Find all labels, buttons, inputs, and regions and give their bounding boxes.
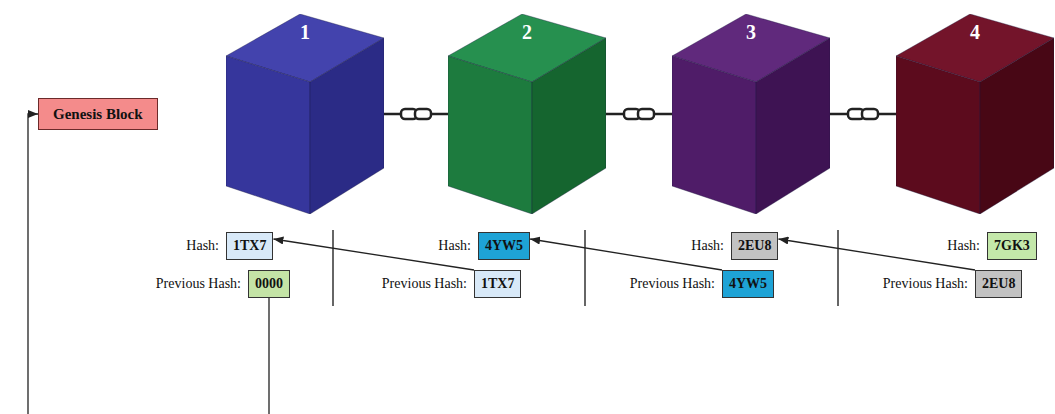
block-cube: 4 — [896, 14, 1054, 214]
chain-link — [638, 109, 654, 119]
block-number: 4 — [896, 20, 1054, 44]
previous-hash-box: 0000 — [248, 270, 290, 298]
column-separator — [837, 230, 839, 306]
cube-face — [532, 38, 606, 214]
hash-value: 2EU8 — [738, 233, 771, 259]
hash-box: 1TX7 — [226, 232, 273, 260]
field-label: Previous Hash: — [382, 270, 467, 298]
hash-value: 4YW5 — [485, 233, 523, 259]
hash-box: 2EU8 — [731, 232, 778, 260]
cube-face — [310, 38, 384, 214]
cube-shape — [226, 14, 384, 214]
column-separator — [584, 230, 586, 306]
genesis-block: Genesis Block — [38, 98, 158, 130]
cube-face — [226, 56, 310, 214]
previous-hash-box: 4YW5 — [722, 270, 774, 298]
hash-box: 7GK3 — [987, 232, 1037, 260]
block-number: 2 — [448, 20, 606, 44]
field-label: Previous Hash: — [156, 270, 241, 298]
field-label: Previous Hash: — [630, 270, 715, 298]
cube-face — [980, 38, 1054, 214]
block-cube: 3 — [672, 14, 830, 214]
hash-pointer-arrow — [778, 239, 975, 270]
field-label: Previous Hash: — [883, 270, 968, 298]
chain-link — [862, 109, 878, 119]
field-label: Hash: — [691, 232, 724, 260]
hash-value: 2EU8 — [982, 271, 1015, 297]
hash-value: 1TX7 — [233, 233, 266, 259]
cube-shape — [672, 14, 830, 214]
hash-value: 7GK3 — [994, 233, 1030, 259]
cube-shape — [896, 14, 1054, 214]
hash-box: 4YW5 — [478, 232, 530, 260]
column-separator — [332, 230, 334, 306]
cube-shape — [448, 14, 606, 214]
field-label: Hash: — [186, 232, 219, 260]
hash-value: 1TX7 — [481, 271, 514, 297]
cube-face — [756, 38, 830, 214]
cube-face — [672, 56, 756, 214]
block-title: Genesis Block — [53, 104, 143, 124]
field-label: Hash: — [947, 232, 980, 260]
block-number: 3 — [672, 20, 830, 44]
hash-value: 4YW5 — [729, 271, 767, 297]
chain-link — [415, 109, 431, 119]
block-cube: 1 — [226, 14, 384, 214]
block-cube: 2 — [448, 14, 606, 214]
hash-value: 0000 — [255, 271, 283, 297]
cube-face — [896, 56, 980, 214]
field-label: Hash: — [438, 232, 471, 260]
previous-hash-box: 1TX7 — [474, 270, 521, 298]
cube-face — [448, 56, 532, 214]
block-number: 1 — [226, 20, 384, 44]
previous-hash-box: 2EU8 — [975, 270, 1022, 298]
